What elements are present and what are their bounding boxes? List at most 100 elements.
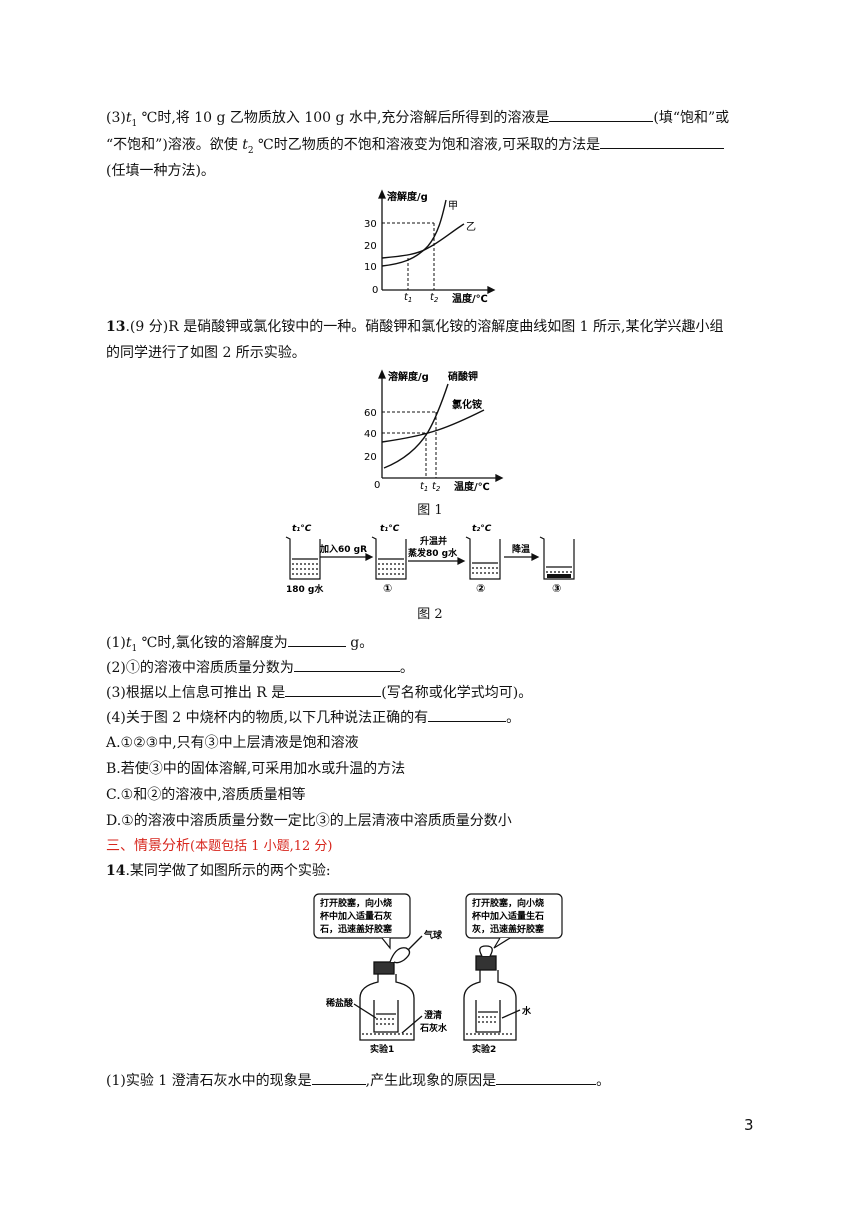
q14-part1: (1)实验 1 澄清石灰水中的现象是 ,产生此现象的原因是 。 [106,1070,610,1091]
x-tick-t2: t2 [432,481,441,493]
text: .(9 分)R 是硝酸钾或氯化铵中的一种。硝酸钾和氯化铵的溶解度曲线如图 1 所… [125,319,724,335]
text: g。 [345,635,374,651]
text: 的同学进行了如图 2 所示实验。 [106,345,306,361]
q12-part3-line2: “不饱和”)溶液。欲使 t2 ℃时乙物质的不饱和溶液变为饱和溶液,可采取的方法是 [106,134,725,161]
text: t [125,110,132,126]
option-c: C.①和②的溶液中,溶质质量相等 [106,787,306,803]
y-tick: 0 [372,285,378,296]
instruction-text: 打开胶塞，向小烧 [320,897,392,909]
text: “不饱和”)溶液。欲使 [106,137,238,153]
text: ℃时,将 10 g 乙物质放入 100 g 水中,充分溶解后所得到的溶液是 [137,110,550,126]
y-tick: 60 [364,408,377,419]
beaker-label: ③ [552,582,561,595]
answer-blank[interactable] [428,707,507,722]
y-tick: 20 [364,452,377,463]
x-tick-t1: t1 [404,292,412,304]
text: .某同学做了如图所示的两个实验: [125,863,331,879]
text: (3)根据以上信息可推出 R 是 [106,685,286,701]
option-d: D.①的溶液中溶质质量分数一定比③的上层清液中溶质质量分数小 [106,813,512,829]
arrow-label: 加入60 gR [319,543,367,555]
text: 。 [506,710,521,726]
beaker-label: 180 g水 [286,583,324,595]
series-label-b: 氯化铵 [452,398,482,411]
answer-blank[interactable] [549,107,654,122]
q12-part3-line3: (任填一种方法)。 [106,161,215,181]
y-axis-label: 溶解度/g [387,190,428,203]
text: t [242,137,248,153]
arrow-label: 蒸发80 g水 [408,547,458,559]
instruction-text: 打开胶塞，向小烧 [472,897,544,909]
arrow-label: 降温 [512,543,530,555]
answer-blank[interactable] [285,682,382,697]
q13-intro-line1: 13.(9 分)R 是硝酸钾或氯化铵中的一种。硝酸钾和氯化铵的溶解度曲线如图 1… [106,317,723,337]
arrow-label: 升温并 [420,535,447,547]
y-axis-label: 溶解度/g [388,370,429,383]
figure-caption-2: 图 2 [417,607,443,622]
label-acid: 稀盐酸 [326,997,354,1009]
answer-blank[interactable] [287,632,346,647]
figure-caption-1: 图 1 [417,503,443,518]
instruction-text: 杯中加入适量石灰 [320,910,392,922]
experiment-figure: 打开胶塞，向小烧 杯中加入适量石灰 石，迅速盖好胶塞 打开胶塞，向小烧 杯中加入… [313,893,563,1055]
page-number: 3 [744,1116,754,1134]
y-tick: 40 [364,429,377,440]
text: (2)①的溶液中溶质质量分数为 [106,660,294,676]
answer-blank[interactable] [311,1070,366,1085]
question-number: 14 [106,863,126,879]
text: (1)实验 1 澄清石灰水中的现象是 [106,1073,312,1089]
answer-blank[interactable] [496,1070,597,1085]
text: ℃时乙物质的不饱和溶液变为饱和溶液,可采取的方法是 [253,137,601,153]
y-tick: 10 [364,262,377,273]
instruction-text: 杯中加入适量生石 [472,910,544,922]
q13-part1: (1)t1 ℃时,氯化铵的溶解度为 g。 [106,632,373,659]
text: (填“饱和”或 [653,110,730,126]
text: 。 [596,1073,611,1089]
beaker-label: ② [476,582,485,595]
text: 2 [247,145,254,156]
question-number: 13 [106,319,126,335]
text: ℃时,氯化铵的溶解度为 [137,635,288,651]
q13-intro-line2: 的同学进行了如图 2 所示实验。 [106,343,306,363]
section-subtitle: (本题包括 1 小题,12 分) [190,839,333,854]
text: 。 [399,660,414,676]
text: (1) [106,635,126,651]
label-balloon: 气球 [423,929,443,941]
temperature-label: t₂°C [472,524,492,534]
solubility-chart-1: 溶解度/g 甲 乙 30 20 10 0 t1 t2 温度/℃ [364,189,496,304]
q12-part3-line1: (3)t1 ℃时,将 10 g 乙物质放入 100 g 水中,充分溶解后所得到的… [106,107,729,134]
x-tick-t1: t1 [420,481,428,493]
answer-blank[interactable] [600,134,725,149]
text: (写名称或化学式均可)。 [381,685,533,701]
q14-intro: 14.某同学做了如图所示的两个实验: [106,861,331,881]
answer-blank[interactable] [293,657,400,672]
temperature-label: t₁°C [380,524,400,534]
q13-part2: (2)①的溶液中溶质质量分数为 。 [106,657,414,678]
beaker-label: ① [383,582,392,595]
label-experiment-2: 实验2 [472,1043,496,1055]
solubility-chart-2: 溶解度/g 硝酸钾 氯化铵 60 40 20 0 t1 t2 温度/℃ [364,369,504,493]
series-label-b: 乙 [466,221,476,233]
text: ,产生此现象的原因是 [365,1073,497,1089]
y-tick: 30 [364,219,377,230]
experiment-process-figure: t₁°C t₁°C t₂°C 加入60 gR 升温并 蒸发80 g水 降温 18… [285,524,575,595]
y-tick: 0 [374,480,380,491]
y-tick: 20 [364,241,377,252]
q13-part4: (4)关于图 2 中烧杯内的物质,以下几种说法正确的有。 [106,707,520,728]
label-water: 水 [522,1005,532,1017]
temperature-label: t₁°C [292,524,312,534]
section-header: 三、情景分析(本题包括 1 小题,12 分) [106,836,333,857]
series-label-a: 甲 [448,201,458,212]
label-limewater: 澄清 [424,1009,442,1021]
text: 1 [131,118,138,129]
instruction-text: 石，迅速盖好胶塞 [319,923,393,935]
x-tick-t2: t2 [430,292,439,304]
series-label-a: 硝酸钾 [448,370,478,383]
option-b: B.若使③中的固体溶解,可采用加水或升温的方法 [106,761,406,777]
option-a: A.①②③中,只有③中上层清液是饱和溶液 [106,735,359,751]
q13-part3: (3)根据以上信息可推出 R 是 (写名称或化学式均可)。 [106,682,532,703]
x-axis-label: 温度/℃ [452,292,488,304]
text: 1 [131,643,138,654]
text: (任填一种方法)。 [106,163,215,179]
section-title: 三、情景分析 [106,838,190,854]
